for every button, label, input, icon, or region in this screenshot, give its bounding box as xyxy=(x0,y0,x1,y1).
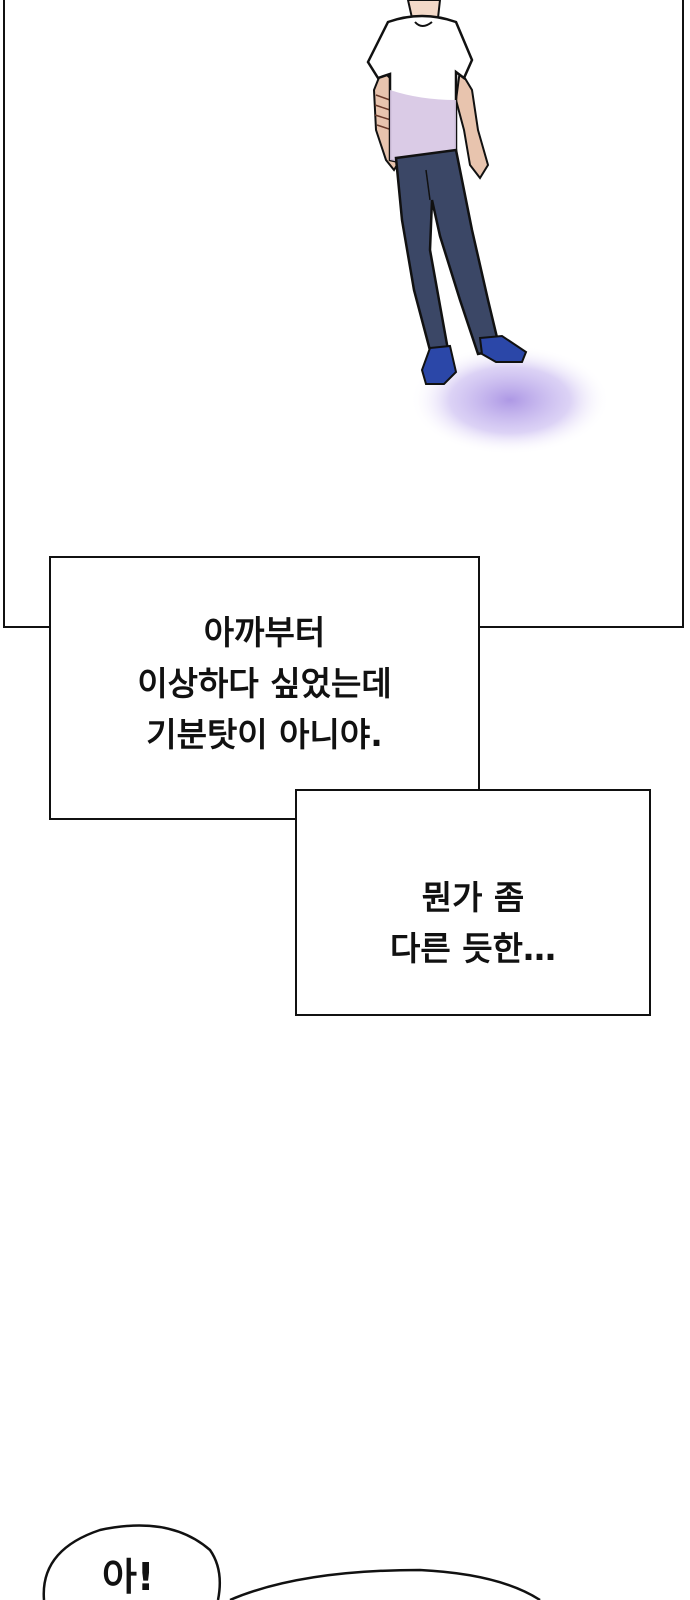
caption-1-text: 아까부터 이상하다 싶었는데 기분탓이 아니야. xyxy=(137,607,391,760)
caption-2-line-2: 다른 듯한… xyxy=(390,928,556,968)
speech-bubble-left xyxy=(42,1524,221,1600)
caption-1-line-2: 이상하다 싶었는데 xyxy=(137,663,392,703)
left-sneaker xyxy=(420,344,458,385)
purple-floor-glow xyxy=(410,345,610,455)
right-sneaker xyxy=(478,334,528,363)
speech-bubble-right xyxy=(229,1568,541,1600)
speech-bubble-text: 아! xyxy=(102,1555,155,1599)
comic-panel-frame xyxy=(3,0,684,628)
jeans xyxy=(394,148,502,360)
caption-2-text: 뭔가 좀 다른 듯한… xyxy=(390,872,556,974)
caption-1-line-3: 기분탓이 아니야. xyxy=(146,714,383,754)
shirt-shadow xyxy=(390,90,456,164)
caption-box-1: 아까부터 이상하다 싶었는데 기분탓이 아니야. xyxy=(49,556,480,820)
standing-boy-figure xyxy=(366,0,610,455)
speech-bubbles xyxy=(42,1524,541,1600)
caption-box-2: 뭔가 좀 다른 듯한… xyxy=(295,789,651,1016)
right-arm xyxy=(454,67,490,180)
caption-1-line-1: 아까부터 xyxy=(203,612,326,652)
caption-2-line-1: 뭔가 좀 xyxy=(421,877,525,917)
